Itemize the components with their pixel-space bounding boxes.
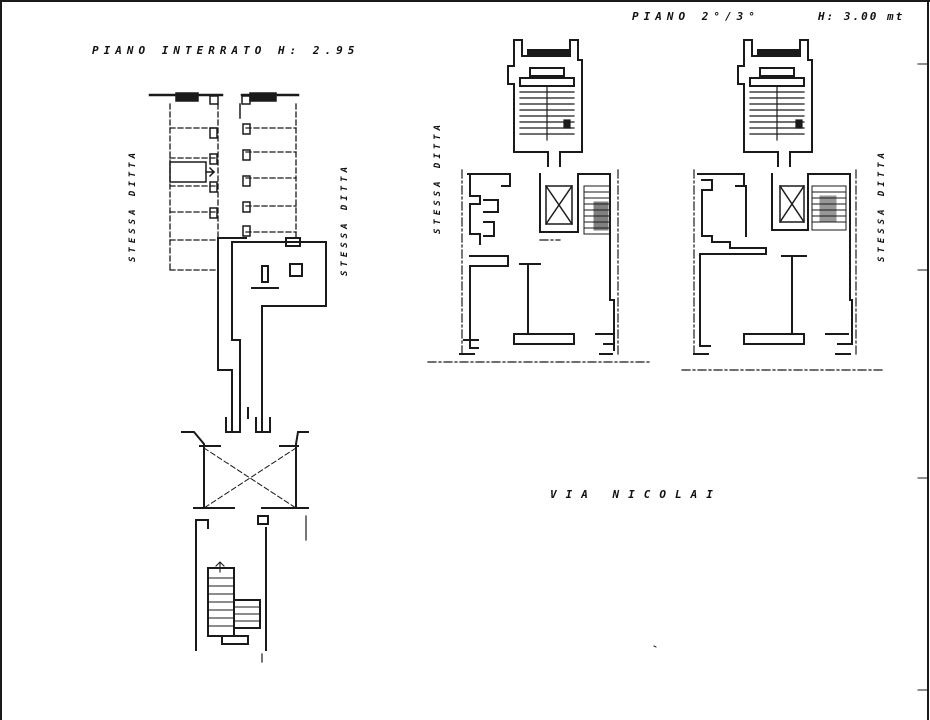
- basement-stair: [196, 516, 268, 662]
- basement-technical-room: [218, 238, 326, 432]
- basement-stair-treads: [208, 562, 260, 626]
- stair-tower-apt-3: [738, 40, 812, 166]
- property-boundary-apt-2: [428, 170, 650, 362]
- apartment-walls-2: [460, 174, 614, 354]
- basement-floor-title: PIANO INTERRATO H: 2.95: [92, 44, 360, 57]
- scan-speck: [654, 646, 656, 647]
- stair-tower-apt-2: [508, 40, 582, 166]
- stair-treads-apt-2: [520, 86, 574, 140]
- stair-treads-apt-3: [750, 86, 804, 140]
- apartment-walls-3: [694, 174, 852, 354]
- basement-corridor: [226, 408, 270, 432]
- upper-floor-height: H: 3.00 mt: [818, 10, 905, 23]
- street-name-label: VIA NICOLAI: [550, 488, 722, 501]
- basement-hall-cross: [204, 448, 296, 508]
- stair-hatched-apt-2: [584, 186, 610, 234]
- basement-cellars-left: [170, 104, 218, 270]
- elevator-apt-2: [546, 186, 572, 224]
- elevator-apt-3: [780, 186, 804, 222]
- upper-plan-apartment-3: [682, 40, 884, 370]
- basement-cellars-right: [246, 104, 296, 240]
- stair-hatched-apt-3: [812, 186, 846, 230]
- upper-floor-title: PIANO 2°/3°: [632, 10, 760, 23]
- upper-plan-apartment-2: [428, 40, 650, 362]
- basement-entrance-hall: [182, 432, 308, 540]
- basement-cellar-doors-left: [170, 128, 217, 218]
- property-boundary-apt-3: [682, 170, 884, 370]
- edge-ticks: [918, 64, 928, 690]
- basement-plan: [150, 93, 326, 662]
- basement-cellar-doors-right: [240, 104, 250, 236]
